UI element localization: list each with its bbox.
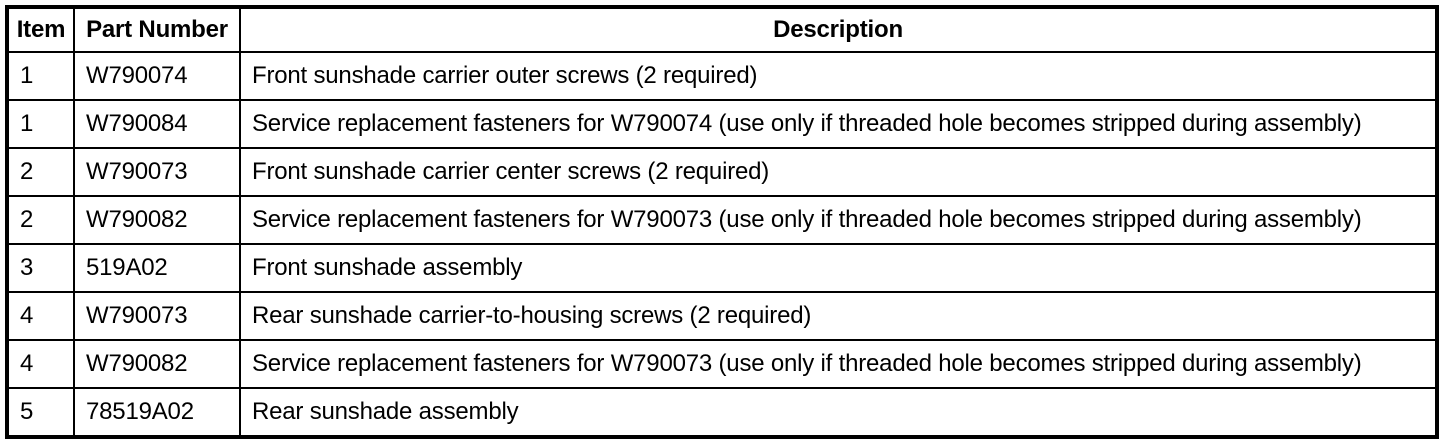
part-number-cell: W790082 xyxy=(73,195,241,245)
table-row: 1 W790084 Service replacement fasteners … xyxy=(6,99,1438,149)
description-cell: Service replacement fasteners for W79007… xyxy=(239,99,1438,149)
header-cell-description: Description xyxy=(239,6,1438,53)
part-number-cell: W790084 xyxy=(73,99,241,149)
item-cell: 2 xyxy=(6,195,75,245)
item-cell: 3 xyxy=(6,243,75,293)
part-number-cell: W790073 xyxy=(73,291,241,341)
part-number-cell: W790073 xyxy=(73,147,241,197)
description-cell: Front sunshade assembly xyxy=(239,243,1438,293)
item-cell: 2 xyxy=(6,147,75,197)
item-cell: 1 xyxy=(6,51,75,101)
description-cell: Rear sunshade assembly xyxy=(239,387,1438,438)
item-cell: 5 xyxy=(6,387,75,438)
part-number-cell: 78519A02 xyxy=(73,387,241,438)
item-cell: 4 xyxy=(6,291,75,341)
header-row: Item Part Number Description xyxy=(6,6,1438,53)
description-cell: Service replacement fasteners for W79007… xyxy=(239,195,1438,245)
part-number-cell: W790074 xyxy=(73,51,241,101)
table-row: 2 W790073 Front sunshade carrier center … xyxy=(6,147,1438,197)
item-cell: 1 xyxy=(6,99,75,149)
description-cell: Front sunshade carrier center screws (2 … xyxy=(239,147,1438,197)
description-cell: Service replacement fasteners for W79007… xyxy=(239,339,1438,389)
table-row: 5 78519A02 Rear sunshade assembly xyxy=(6,387,1438,438)
header-cell-item: Item xyxy=(6,6,75,53)
description-cell: Front sunshade carrier outer screws (2 r… xyxy=(239,51,1438,101)
item-cell: 4 xyxy=(6,339,75,389)
part-number-cell: W790082 xyxy=(73,339,241,389)
table-row: 3 519A02 Front sunshade assembly xyxy=(6,243,1438,293)
description-cell: Rear sunshade carrier-to-housing screws … xyxy=(239,291,1438,341)
header-cell-part-number: Part Number xyxy=(73,6,241,53)
table-row: 2 W790082 Service replacement fasteners … xyxy=(6,195,1438,245)
table-row: 4 W790082 Service replacement fasteners … xyxy=(6,339,1438,389)
table-row: 4 W790073 Rear sunshade carrier-to-housi… xyxy=(6,291,1438,341)
parts-table: Item Part Number Description 1 W790074 F… xyxy=(5,5,1439,439)
table-row: 1 W790074 Front sunshade carrier outer s… xyxy=(6,51,1438,101)
part-number-cell: 519A02 xyxy=(73,243,241,293)
